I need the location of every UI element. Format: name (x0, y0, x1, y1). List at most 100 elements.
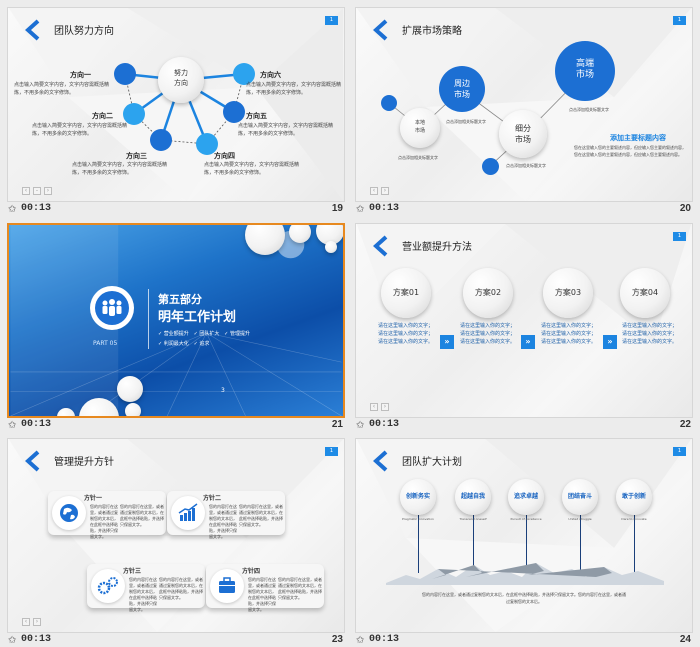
local-market-caption: 点击添加相关标题文字 (398, 155, 438, 160)
plan-circle-1: 方案01 (381, 268, 431, 318)
slide-nav[interactable]: ‹› (370, 403, 389, 411)
direction-5-label: 方向五 (246, 112, 267, 120)
slide-22[interactable]: 营业额提升方法 1 方案01 方案02 方案03 方案04 请在这里输入你的文字… (355, 223, 693, 418)
next-arrow-icon[interactable]: › (381, 187, 389, 195)
chevron-left-icon[interactable] (370, 19, 392, 41)
policy-text-4a: 您的内容打在这里，或者通过复制您的文本后，在此框中选择粘贴，并选择只保留文字。 (248, 577, 276, 612)
slide-number: 21 (331, 419, 343, 430)
slide-footer: ✩ 00:13 24 (355, 634, 693, 647)
chevron-left-icon[interactable] (370, 450, 392, 472)
node-6 (233, 63, 255, 85)
animation-star-icon[interactable]: ✩ (356, 635, 365, 646)
bullet-5: ✓ 追求 (193, 341, 210, 347)
page-marker: 3 (221, 387, 225, 394)
plan-text-3: 请在这里输入你的文字；请在这里输入你的文字；请在这里输入你的文字。 (541, 323, 597, 345)
slide-thumb-22[interactable]: 营业额提升方法 1 方案01 方案02 方案03 方案04 请在这里输入你的文字… (355, 223, 693, 432)
bar-chart-icon (171, 496, 205, 530)
policy-card-1: 方针一 您的内容打在这里，或者通过复制您的文本后，在此框中选择粘贴，并选择只保留… (48, 491, 166, 539)
next-arrow-icon[interactable]: › (44, 187, 52, 195)
policy-card-4: 方针四 您的内容打在这里，或者通过复制您的文本后，在此框中选择粘贴，并选择只保留… (206, 564, 324, 612)
decor-ball-5 (79, 398, 119, 416)
slide-nav[interactable]: ‹-› (22, 187, 52, 195)
slide-21[interactable]: PART 05 第五部分 明年工作计划 ✓ 营业额提升 ✓ 团队扩大 ✓ 管理提… (7, 223, 345, 418)
local-market-circle: 本地 市场 (400, 108, 440, 148)
prev-arrow-icon[interactable]: ‹ (370, 187, 378, 195)
slide-footer: ✩ 00:13 20 (355, 203, 693, 216)
small-node-2 (482, 158, 499, 175)
peripheral-market-caption: 点击添加相关标题文字 (446, 119, 486, 124)
comment-badge[interactable]: 1 (673, 447, 686, 456)
slide-timing: 00:13 (21, 634, 52, 645)
direction-4-label: 方向四 (214, 152, 235, 160)
prev-arrow-icon[interactable]: ‹ (370, 403, 378, 411)
goal-line-3 (526, 515, 527, 573)
slide-thumb-20[interactable]: 扩展市场策略 1 本地 市场 点击添加相关标题文字 周边 市场 点击添加相关标题… (355, 7, 693, 216)
main-paragraph: 您在这里输入您的主要叙述内容，但应输入您主要的叙述内容，您在这里输入您的主要叙述… (574, 145, 686, 157)
slide-number: 24 (679, 634, 691, 645)
animation-star-icon[interactable]: ✩ (8, 204, 17, 215)
slide-footer: ✩ 00:13 23 (7, 634, 345, 647)
decor-ball-7 (57, 408, 75, 416)
policy-title-1: 方针一 (84, 495, 103, 502)
direction-2-label: 方向二 (92, 112, 113, 120)
policy-title-3: 方针三 (123, 568, 142, 575)
slide-19[interactable]: 团队努力方向 1 努力 方向 方向一 点击输入简要文字内容，文字内容需概括精炼，… (7, 7, 345, 202)
slide-timing: 00:13 (369, 634, 400, 645)
next-arrow-icon[interactable]: › (381, 403, 389, 411)
center-circle: 努力 方向 (158, 57, 204, 103)
next-arrow-icon[interactable]: › (33, 618, 41, 626)
slide-20[interactable]: 扩展市场策略 1 本地 市场 点击添加相关标题文字 周边 市场 点击添加相关标题… (355, 7, 693, 202)
animation-star-icon[interactable]: ✩ (356, 420, 365, 431)
slide-footer: ✩ 00:13 19 (7, 203, 345, 216)
main-heading: 添加主要标题内容 (610, 134, 666, 142)
policy-card-2: 方针二 您的内容打在这里，或者通过复制您的文本后，在此框中选择粘贴，并选择只保留… (167, 491, 285, 539)
slide-23[interactable]: 管理提升方针 1 方针一 您的内容打在这里，或者通过复制您的文本后，在此框中选择… (7, 438, 345, 633)
peripheral-market-circle: 周边 市场 (439, 66, 485, 112)
direction-1-text: 点击输入简要文字内容，文字内容需概括精炼，不用多余的文字修饰。 (14, 82, 110, 96)
goal-line-5 (634, 515, 635, 573)
animation-star-icon[interactable]: ✩ (8, 420, 17, 431)
slide-footer: ✩ 00:13 21 (7, 419, 345, 432)
slide-thumb-19[interactable]: 团队努力方向 1 努力 方向 方向一 点击输入简要文字内容，文字内容需概括精炼，… (7, 7, 345, 216)
slide-nav[interactable]: ‹› (22, 618, 41, 626)
small-node-1 (381, 95, 397, 111)
comment-badge[interactable]: 1 (673, 232, 686, 241)
chevron-left-icon[interactable] (22, 450, 44, 472)
page-dot-icon[interactable]: - (33, 187, 41, 195)
direction-6-text: 点击输入简要文字内容，文字内容需概括精炼，不用多余的文字修饰。 (246, 82, 342, 96)
market-connectors (388, 73, 585, 167)
slide-title: 扩展市场策略 (402, 26, 462, 37)
animation-star-icon[interactable]: ✩ (356, 204, 365, 215)
prev-arrow-icon[interactable]: ‹ (22, 618, 30, 626)
slide-title: 营业额提升方法 (402, 242, 472, 253)
comment-badge[interactable]: 1 (673, 16, 686, 25)
briefcase-icon (210, 569, 244, 603)
comment-badge[interactable]: 1 (325, 16, 338, 25)
comment-badge[interactable]: 1 (325, 447, 338, 456)
slide-number: 20 (679, 203, 691, 214)
slide-thumb-23[interactable]: 管理提升方针 1 方针一 您的内容打在这里，或者通过复制您的文本后，在此框中选择… (7, 438, 345, 647)
slide-number: 22 (679, 419, 691, 430)
team-icon-badge (90, 286, 134, 330)
chevron-left-icon[interactable] (370, 235, 392, 257)
animation-star-icon[interactable]: ✩ (8, 635, 17, 646)
bottom-text: 您的内容打在这里，或者通过复制您的文本后，在此框中选择粘贴，并选择只保留文字。您… (422, 592, 626, 604)
node-4 (196, 133, 218, 155)
slide-timing: 00:13 (21, 419, 52, 430)
policy-text-2b: 您的内容打在这里，或者通过复制您的文本后，在此框中选择粘贴，并选择只保留文字。 (239, 504, 283, 527)
chevron-left-icon[interactable] (22, 19, 44, 41)
prev-arrow-icon[interactable]: ‹ (22, 187, 30, 195)
plan-circle-4: 方案04 (620, 268, 670, 318)
slide-thumb-21[interactable]: PART 05 第五部分 明年工作计划 ✓ 营业额提升 ✓ 团队扩大 ✓ 管理提… (7, 223, 345, 432)
slide-timing: 00:13 (21, 203, 52, 214)
slide-nav[interactable]: ‹› (370, 187, 389, 195)
plan-text-2: 请在这里输入你的文字；请在这里输入你的文字；请在这里输入你的文字。 (460, 323, 516, 345)
slide-title: 团队扩大计划 (402, 457, 462, 468)
direction-6-label: 方向六 (260, 71, 281, 79)
part-label-en: PART 05 (93, 340, 118, 347)
